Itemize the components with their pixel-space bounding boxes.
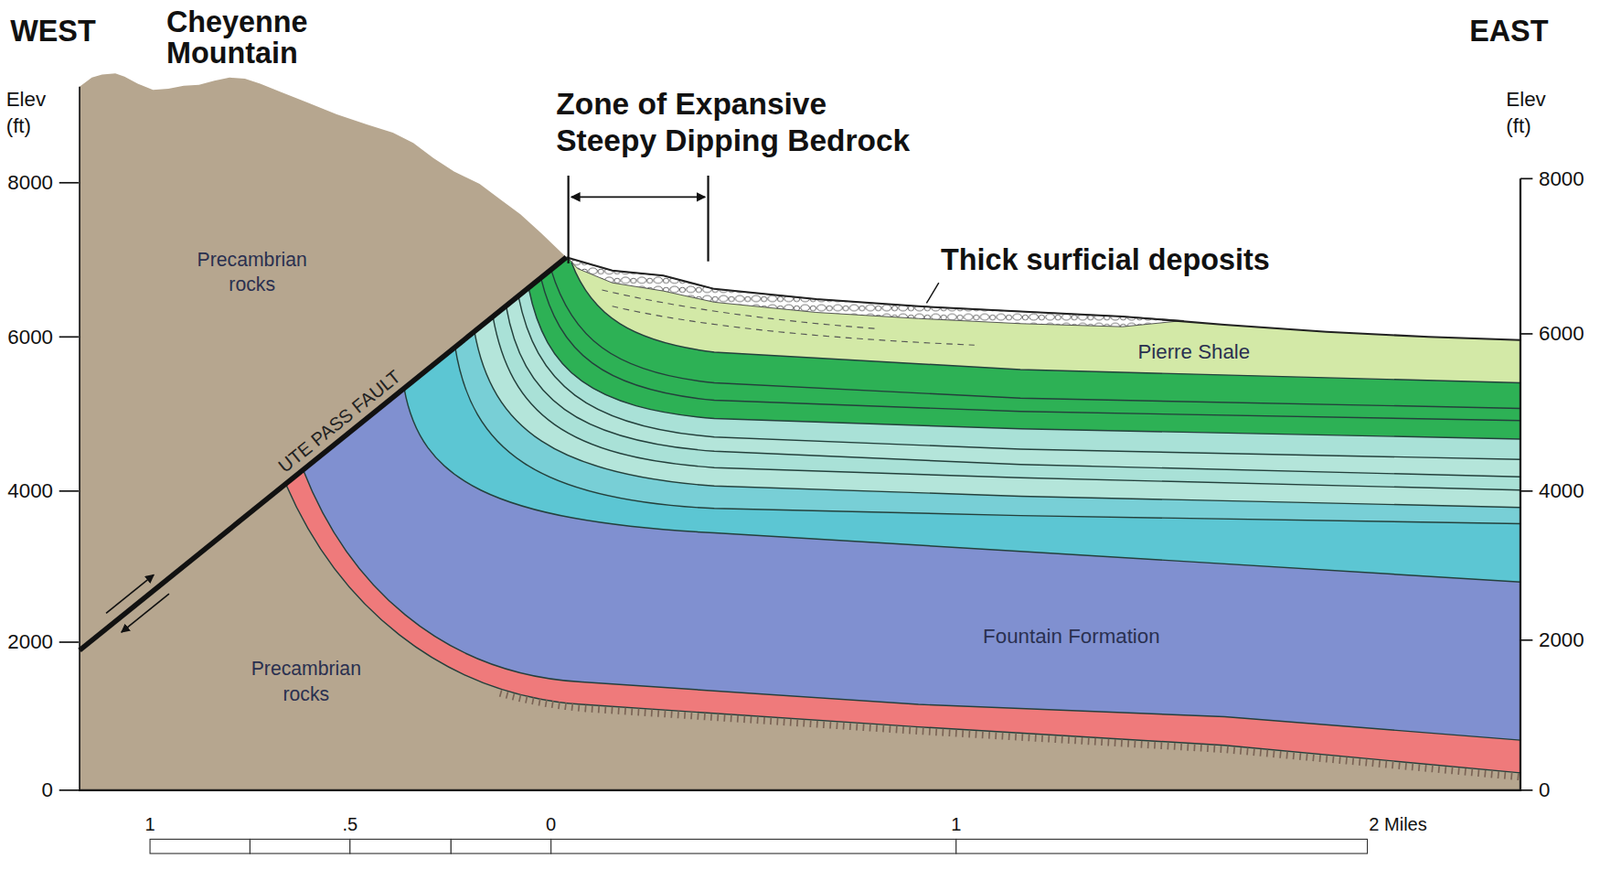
zone-bracket (567, 175, 570, 264)
direction-label: WEST (10, 14, 96, 49)
axis-tick (59, 490, 79, 492)
elevation-tick: 6000 (7, 324, 54, 349)
axis-tick (1520, 789, 1533, 791)
scale-label: 2 Miles (1368, 813, 1428, 835)
scale-label: 1 (144, 813, 155, 835)
scale-bar (149, 838, 1367, 854)
mountain-name: Cheyenne Mountain (166, 6, 309, 70)
light-teal-layer (506, 256, 1521, 477)
scale-segment (350, 838, 451, 854)
light-teal-layer (492, 256, 1521, 490)
light-teal-layer (518, 256, 1521, 459)
axis-tick (59, 335, 79, 338)
elevation-tick: 4000 (7, 479, 54, 503)
boundary-line (302, 469, 1520, 740)
scale-segment (249, 838, 350, 854)
teal-layer (455, 256, 1521, 523)
scale-segment (450, 838, 551, 854)
axis-tick (1520, 639, 1533, 641)
scale-label: 0 (545, 813, 556, 835)
scale-label: .5 (341, 813, 358, 835)
fountain-layer (302, 256, 1520, 740)
fault-line (79, 256, 566, 651)
scale-segment (956, 838, 1368, 854)
left-axis (78, 86, 81, 790)
zone-bracket (706, 175, 709, 262)
axis-title: Elev (ft) (6, 85, 46, 139)
unit-name: Fountain Formation (982, 622, 1161, 650)
unit-name: Precambrian rocks (197, 246, 308, 298)
base-line (78, 789, 1522, 791)
axis-tick (59, 640, 79, 643)
precambrian-rock (79, 73, 1521, 790)
elevation-tick: 0 (1538, 778, 1550, 802)
boundary-line (541, 277, 1521, 421)
fault-name: UTE PASS FAULT (274, 365, 406, 477)
axis-tick (1520, 177, 1533, 180)
boundary-line (528, 288, 1521, 439)
leader-line (926, 282, 939, 303)
elevation-tick: 8000 (7, 170, 54, 195)
callout-label: Thick surficial deposits (940, 243, 1270, 278)
scale-label: 1 (950, 813, 961, 835)
light-teal-layer (474, 256, 1521, 507)
direction-label: EAST (1469, 14, 1548, 49)
green-layer (528, 256, 1521, 439)
axis-tick (1520, 490, 1533, 492)
elevation-tick: 0 (42, 778, 54, 802)
zone-title: Zone of Expansive Steepy Dipping Bedrock (555, 85, 924, 160)
unit-name: Pierre Shale (1137, 337, 1250, 364)
axis-tick (1520, 332, 1533, 335)
elevation-tick: 2000 (1538, 628, 1585, 652)
elevation-tick: 8000 (1538, 166, 1585, 191)
right-axis (1519, 178, 1522, 790)
fault-motion-arrow (121, 593, 170, 632)
pierre-shale-layer (565, 256, 1521, 383)
unit-name: Precambrian rocks (251, 656, 362, 707)
axis-title: Elev (ft) (1505, 85, 1546, 139)
scale-segment (149, 838, 250, 854)
elevation-tick: 2000 (7, 629, 54, 654)
axis-tick (59, 789, 79, 791)
rock-unit: Fountain Formation (979, 620, 1164, 651)
rock-unit: Precambrian rocks (246, 654, 365, 710)
scale-segment (551, 838, 957, 854)
boundary-line (474, 331, 1521, 508)
elevation-tick: 4000 (1538, 479, 1585, 503)
axis-ticks (59, 178, 1534, 790)
elevation-tick: 6000 (1538, 321, 1585, 346)
unconformity-hatch (500, 693, 1521, 778)
zone-bracket-arrow (571, 196, 705, 199)
fault-motion-arrow (106, 574, 154, 613)
axis-tick (59, 181, 79, 184)
cyan-layer (404, 256, 1521, 582)
rock-unit: Pierre Shale (1133, 335, 1255, 366)
layer-boundaries (285, 262, 1520, 773)
rock-unit: Precambrian rocks (192, 245, 311, 300)
